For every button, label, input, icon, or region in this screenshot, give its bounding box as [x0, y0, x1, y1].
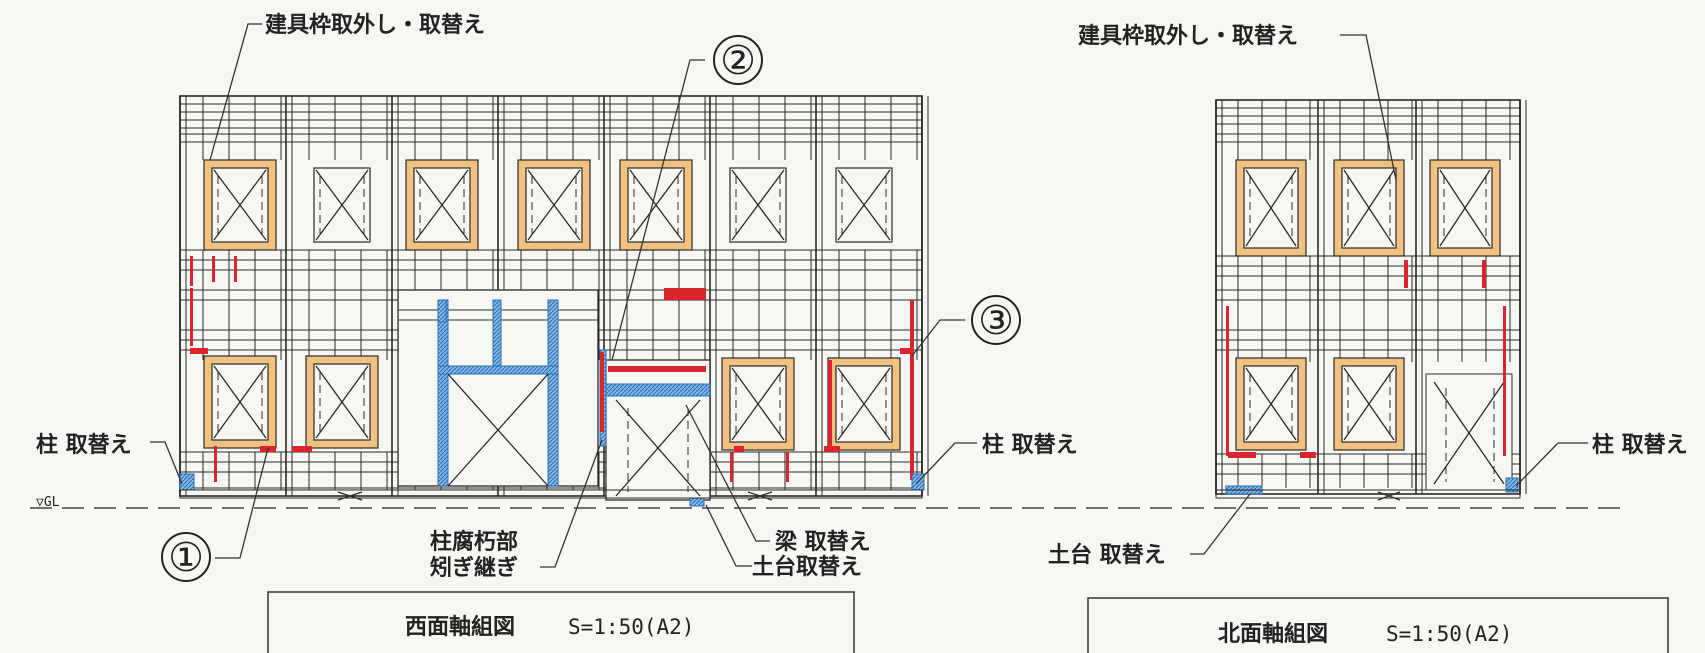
west-elevation: [179, 95, 929, 507]
window-cross: [1245, 169, 1297, 247]
red-repair: [664, 288, 706, 300]
title-west-name: 西面軸組図: [405, 614, 515, 640]
annotations: [150, 23, 1588, 568]
red-repair: [1228, 452, 1256, 458]
window-cross: [1343, 169, 1395, 247]
window-unit: [1429, 159, 1501, 257]
label-beam-replace: 梁 取替え: [774, 530, 871, 555]
callout-2: ②: [713, 35, 763, 85]
door-cross: [447, 373, 549, 487]
window-cross: [837, 169, 891, 241]
red-repair: [828, 360, 832, 446]
red-repair: [786, 452, 789, 482]
window-unit: [305, 355, 379, 449]
door-bay: [605, 359, 711, 501]
label-sill-replace-north: 土台 取替え: [1048, 542, 1166, 568]
blue-post: [547, 299, 559, 487]
callout-1: ①: [161, 532, 211, 582]
blue-lintel: [437, 365, 559, 375]
red-repair: [900, 348, 912, 354]
window-unit: [721, 357, 795, 451]
red-repair: [608, 366, 706, 372]
red-repair: [1300, 452, 1316, 458]
window-unit: [203, 355, 277, 449]
blue-sill: [689, 497, 705, 507]
title-west-scale: S=1:50(A2): [568, 615, 694, 639]
window-cross: [837, 367, 891, 441]
window-cross: [1343, 367, 1395, 441]
red-repair: [234, 256, 237, 282]
svg-text:②: ②: [720, 38, 756, 84]
label-frame-remove-north: 建具枠取外し・取替え: [1078, 23, 1298, 49]
title-north-scale: S=1:50(A2): [1386, 622, 1512, 646]
window-unit: [835, 167, 893, 243]
blue-column-base: [179, 473, 195, 491]
window-unit: [1235, 357, 1307, 451]
window-cross: [629, 169, 683, 241]
title-box-north: 北面軸組図 S=1:50(A2): [1087, 597, 1669, 653]
label-sill-replace-west: 土台取替え: [752, 554, 862, 580]
window-cross: [213, 365, 267, 439]
label-column-replace-right: 柱 取替え: [1592, 433, 1688, 458]
label-column-replace-mid: 柱 取替え: [982, 433, 1078, 458]
window-unit: [405, 159, 479, 251]
foundation: [179, 489, 923, 499]
blue-column-base: [1505, 477, 1519, 493]
window-cross: [731, 367, 785, 441]
svg-text:③: ③: [978, 298, 1014, 344]
label-rot-line1: 柱腐朽部: [430, 529, 518, 555]
foundation: [1215, 489, 1521, 499]
red-repair: [292, 446, 312, 452]
window-unit: [729, 167, 787, 243]
red-repair: [190, 348, 208, 354]
vent-mark: [337, 491, 363, 501]
window-cross: [213, 169, 267, 241]
blue-beam: [605, 383, 711, 397]
window-unit: [313, 167, 371, 243]
red-repair: [190, 288, 193, 346]
red-repair: [910, 300, 914, 480]
window-unit: [619, 159, 693, 251]
window-cross: [415, 169, 469, 241]
window-unit: [1333, 357, 1405, 451]
red-repair: [1226, 306, 1229, 456]
window-cross: [1439, 169, 1491, 247]
label-column-replace-left: 柱 取替え: [36, 433, 132, 458]
red-repair: [734, 446, 744, 452]
blue-post: [492, 299, 502, 367]
north-elevation: [1215, 99, 1527, 501]
label-rot-line2: 矧ぎ継ぎ: [430, 555, 518, 581]
window-unit: [517, 159, 591, 251]
red-repair: [1503, 306, 1506, 456]
vent-mark: [1377, 491, 1401, 501]
gl-label: ▽GL: [36, 495, 60, 510]
red-repair: [190, 256, 193, 286]
window-unit: [1333, 159, 1405, 257]
svg-text:①: ①: [168, 535, 204, 581]
red-repair: [824, 446, 840, 452]
title-north-name: 北面軸組図: [1218, 621, 1328, 647]
window-unit: [203, 159, 277, 251]
red-repair: [1404, 260, 1408, 288]
vent-mark: [747, 491, 773, 501]
door-cross: [615, 399, 701, 497]
window-cross: [315, 365, 369, 439]
red-repair: [730, 452, 733, 482]
red-repair: [212, 256, 215, 282]
title-box-west: 西面軸組図 S=1:50(A2): [267, 591, 855, 653]
window-cross: [1245, 367, 1297, 441]
window-cross: [731, 169, 785, 241]
window-unit: [1235, 159, 1307, 257]
label-frame-remove-west: 建具枠取外し・取替え: [265, 12, 485, 38]
red-repair: [214, 446, 217, 482]
red-repair: [600, 352, 604, 432]
callout-3: ③: [971, 295, 1021, 345]
blue-post: [437, 299, 447, 323]
window-unit: [827, 357, 901, 451]
red-repair: [1482, 260, 1486, 288]
window-cross: [527, 169, 581, 241]
window-cross: [315, 169, 369, 241]
blue-post: [437, 299, 449, 487]
